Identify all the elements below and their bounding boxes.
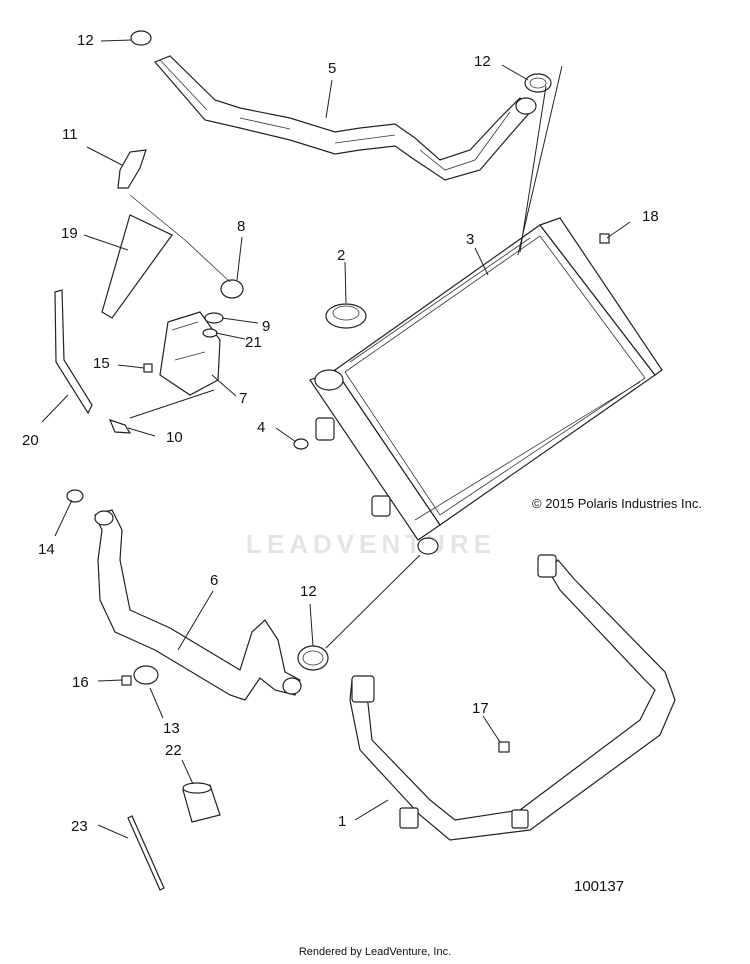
- callout-22: 22: [165, 742, 182, 759]
- band-11[interactable]: [117, 149, 147, 189]
- callout-10: 10: [166, 429, 183, 446]
- fitting-10[interactable]: [108, 419, 132, 434]
- callout-23: 23: [71, 818, 88, 835]
- coolant-bottle[interactable]: [159, 311, 221, 396]
- callout-19: 19: [61, 225, 78, 242]
- callout-4: 4: [257, 419, 266, 436]
- leader-lines: [41, 39, 631, 839]
- o-ring-9[interactable]: [204, 312, 224, 324]
- sleeve-22[interactable]: [182, 782, 221, 823]
- callout-3: 3: [466, 231, 475, 248]
- callout-1: 1: [338, 813, 347, 830]
- radiator[interactable]: [309, 217, 663, 555]
- footer-text: Rendered by LeadVenture, Inc.: [298, 946, 452, 958]
- callout-2: 2: [337, 247, 346, 264]
- radiator-mount-frame[interactable]: [349, 554, 676, 841]
- upper-hose[interactable]: [153, 55, 537, 181]
- bolt-16[interactable]: [121, 675, 132, 686]
- callout-21: 21: [245, 334, 262, 351]
- diagram-part-number: 100137: [574, 878, 625, 895]
- callout-18: 18: [642, 208, 659, 225]
- clamp-13[interactable]: [133, 665, 159, 685]
- callout-12-top-left: 12: [77, 32, 94, 49]
- washer-21[interactable]: [202, 328, 218, 338]
- bolt-18[interactable]: [599, 233, 610, 244]
- hose-clamp-top-left[interactable]: [130, 30, 152, 46]
- callout-15: 15: [93, 355, 110, 372]
- callout-5: 5: [328, 60, 337, 77]
- overflow-hose[interactable]: [54, 289, 93, 415]
- callout-11: 11: [62, 126, 78, 143]
- callout-12-lower: 12: [300, 583, 317, 600]
- bottle-cap-8[interactable]: [220, 279, 244, 299]
- copyright-notice: © 2015 Polaris Industries Inc.: [532, 496, 702, 511]
- cable-tie-23[interactable]: [127, 815, 165, 891]
- radiator-cap[interactable]: [325, 303, 367, 329]
- grommet-4[interactable]: [293, 438, 309, 450]
- callout-20: 20: [22, 432, 39, 449]
- callout-17: 17: [472, 700, 489, 717]
- strap-19[interactable]: [101, 194, 231, 319]
- callout-7: 7: [239, 390, 248, 407]
- lower-hose[interactable]: [94, 509, 302, 701]
- watermark-text: LEADVENTURE: [246, 529, 497, 559]
- callout-12-top-right: 12: [474, 53, 491, 70]
- callout-8: 8: [237, 218, 246, 235]
- bolt-17[interactable]: [498, 741, 510, 753]
- hose-clamp-lower[interactable]: [297, 645, 329, 671]
- callout-9: 9: [262, 318, 271, 335]
- callout-13: 13: [163, 720, 180, 737]
- callout-16: 16: [72, 674, 89, 691]
- callout-14: 14: [38, 541, 55, 558]
- callout-6: 6: [210, 572, 219, 589]
- bolt-15[interactable]: [143, 363, 153, 373]
- hose-clamp-top-right[interactable]: [524, 73, 552, 93]
- clamp-14[interactable]: [66, 489, 84, 503]
